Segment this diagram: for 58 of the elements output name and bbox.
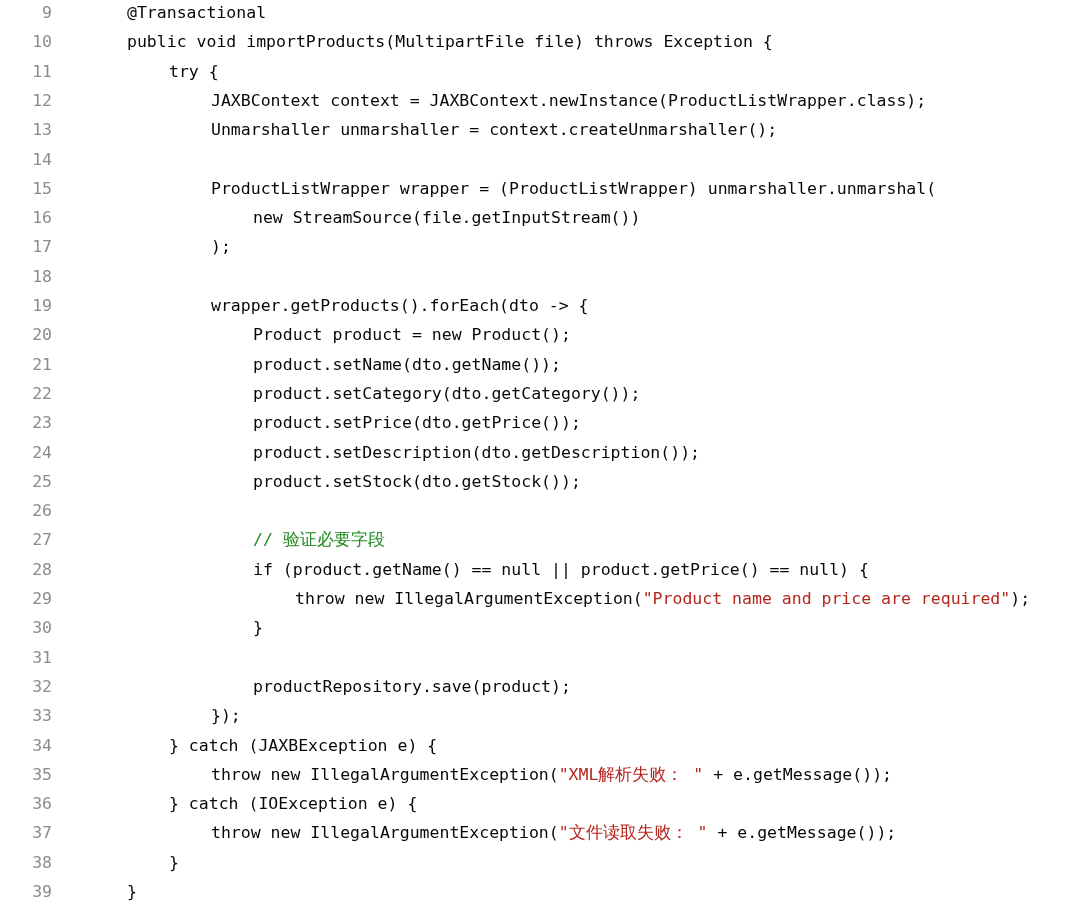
line-number: 35 <box>31 764 52 785</box>
code-line: } catch (JAXBException e) { <box>169 735 438 756</box>
code-line: Unmarshaller unmarshaller = context.createUnmarshaller(); <box>211 120 778 141</box>
line-number: 12 <box>31 90 52 111</box>
line-number: 15 <box>31 178 52 199</box>
line-number: 14 <box>31 149 52 170</box>
code-line: ProductListWrapper wrapper = (ProductListWrapper) unmarshaller.unmarshal( <box>211 178 937 199</box>
line-number: 26 <box>31 501 52 522</box>
code-line: } <box>127 882 137 902</box>
line-number: 39 <box>31 882 52 902</box>
line-number: 22 <box>31 383 52 404</box>
code-line: } <box>169 852 179 873</box>
code-line: Product product = new Product(); <box>253 325 571 346</box>
line-number: 23 <box>31 413 52 434</box>
line-number: 30 <box>31 618 52 639</box>
line-number: 9 <box>41 3 52 23</box>
line-number: 37 <box>31 823 52 844</box>
line-number: 20 <box>31 325 52 346</box>
code-line: public void importProducts(MultipartFile file) throws Exception { <box>127 32 773 53</box>
code-line: if (product.getName() == null || product.getPrice() == null) { <box>253 559 869 580</box>
line-number: 16 <box>31 208 52 229</box>
line-number: 33 <box>31 706 52 727</box>
code-line: new StreamSource(file.getInputStream()) <box>253 208 641 229</box>
code-line: ); <box>211 237 231 258</box>
code-comment: // 验证必要字段 <box>253 530 385 551</box>
line-number: 32 <box>31 676 52 697</box>
line-number: 13 <box>31 120 52 141</box>
code-line: product.setCategory(dto.getCategory()); <box>253 383 641 404</box>
code-line: JAXBContext context = JAXBContext.newInstance(ProductListWrapper.class); <box>211 90 927 111</box>
code-line: productRepository.save(product); <box>253 676 571 697</box>
code-line: throw new IllegalArgumentException("Product name and price are required"); <box>295 589 1031 609</box>
line-number: 36 <box>31 794 52 815</box>
code-line: product.setStock(dto.getStock()); <box>253 471 581 492</box>
line-number: 25 <box>31 471 52 492</box>
line-number: 38 <box>31 852 52 873</box>
line-number: 11 <box>31 61 52 82</box>
code-line: try { <box>169 61 219 82</box>
code-line: throw new IllegalArgumentException("XML解析失败： " + e.getMessage()); <box>211 764 893 785</box>
code-line: product.setName(dto.getName()); <box>253 354 561 375</box>
line-number: 34 <box>31 735 52 756</box>
code-line: } <box>253 618 263 639</box>
code-line: wrapper.getProducts().forEach(dto -> { <box>211 296 589 316</box>
line-number: 17 <box>31 237 52 258</box>
line-number: 24 <box>31 442 52 463</box>
code-line: product.setDescription(dto.getDescription()); <box>253 442 701 463</box>
line-number: 29 <box>31 589 52 609</box>
line-number: 21 <box>31 354 52 375</box>
line-number: 18 <box>31 266 52 287</box>
code-line: throw new IllegalArgumentException("文件读取失败： " + e.getMessage()); <box>211 823 897 844</box>
line-number: 19 <box>31 296 52 316</box>
line-number: 28 <box>31 559 52 580</box>
line-number: 10 <box>31 32 52 53</box>
code-line: }); <box>211 706 241 727</box>
code-line: } catch (IOException e) { <box>169 794 418 815</box>
line-number: 27 <box>31 530 52 551</box>
code-line: product.setPrice(dto.getPrice()); <box>253 413 581 434</box>
code-line: @Transactional <box>127 3 267 23</box>
line-number: 31 <box>31 647 52 668</box>
